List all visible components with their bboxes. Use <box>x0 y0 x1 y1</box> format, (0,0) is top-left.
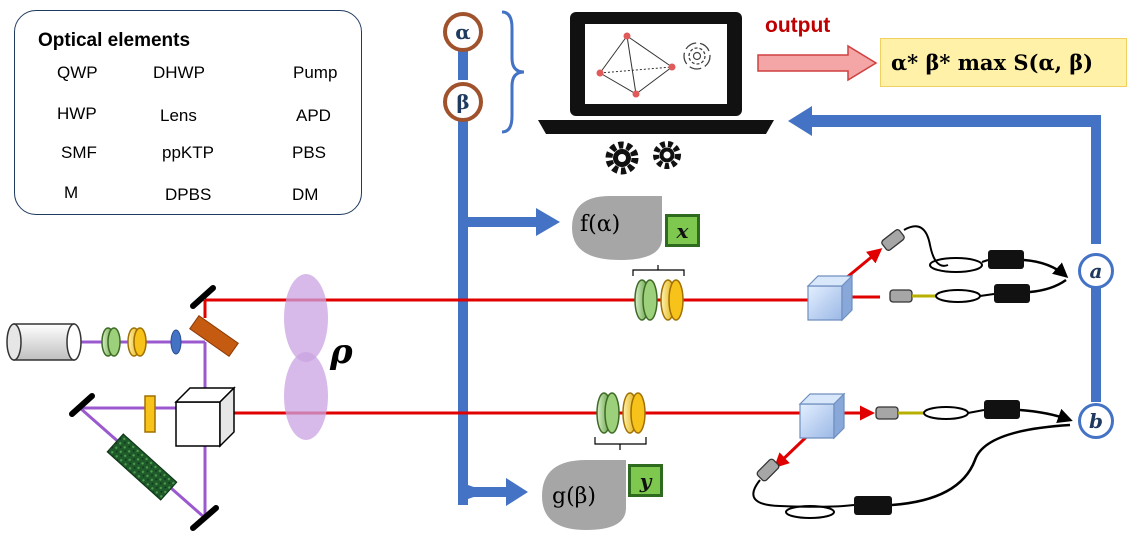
legend-label-ppktp: ppKTP <box>162 143 214 162</box>
legend-label-dm: DM <box>292 185 319 204</box>
legend-label-smf: SMF <box>61 143 97 162</box>
y-variable-box: y <box>628 464 663 497</box>
f-tag-shape <box>572 196 662 260</box>
beta-param-badge: β <box>443 82 483 122</box>
pbs-upper <box>806 274 854 322</box>
detection-lower <box>752 400 1073 519</box>
legend-label-pump: Pump <box>293 63 338 82</box>
legend-label-pbs: PBS <box>292 143 327 162</box>
legend-title: Optical elements <box>38 30 191 51</box>
legend-label-dpbs: DPBS <box>165 185 212 204</box>
laptop-icon <box>538 12 774 134</box>
feedback-paths <box>458 50 1101 506</box>
alpha-param-badge: α <box>443 12 483 52</box>
optimization-result: α* β* max S(α, β) <box>880 38 1127 87</box>
legend-label-qwp: QWP <box>57 63 98 82</box>
mirrors <box>69 285 219 531</box>
dhwp <box>144 395 156 433</box>
tetrahedron-icon <box>596 32 676 98</box>
pump-laser <box>6 323 82 361</box>
output-label: output <box>765 14 831 37</box>
refresh-gear-icon <box>683 42 711 70</box>
lower-waveplates <box>594 392 647 450</box>
output-arrow-icon <box>757 44 878 82</box>
detection-upper <box>881 225 1069 303</box>
pbs-lower <box>798 392 846 440</box>
x-variable-box: x <box>665 214 700 247</box>
state-lobes <box>284 274 328 440</box>
pump-waveplates <box>101 327 182 357</box>
legend-label-dhwp: DHWP <box>153 63 205 82</box>
legend-label-lens: Lens <box>160 106 197 125</box>
dpbs-cube <box>174 386 236 448</box>
legend-label-m: M <box>64 183 79 202</box>
upper-waveplates <box>632 265 685 321</box>
legend-label-hwp: HWP <box>57 104 97 123</box>
dichroic-mirror <box>189 314 239 358</box>
legend-label-apd: APD <box>296 106 331 125</box>
state-rho-label: ρ <box>330 332 353 372</box>
g-tag-shape <box>542 460 626 530</box>
gear-icon <box>605 141 681 175</box>
ppktp-crystal <box>106 433 178 501</box>
legend-panel <box>14 10 362 215</box>
detector-b-badge: b <box>1078 403 1114 439</box>
f-function-label: f(α) <box>580 212 621 237</box>
detector-a-badge: a <box>1078 253 1114 289</box>
param-brace <box>501 10 525 134</box>
g-function-label: g(β) <box>552 484 596 509</box>
